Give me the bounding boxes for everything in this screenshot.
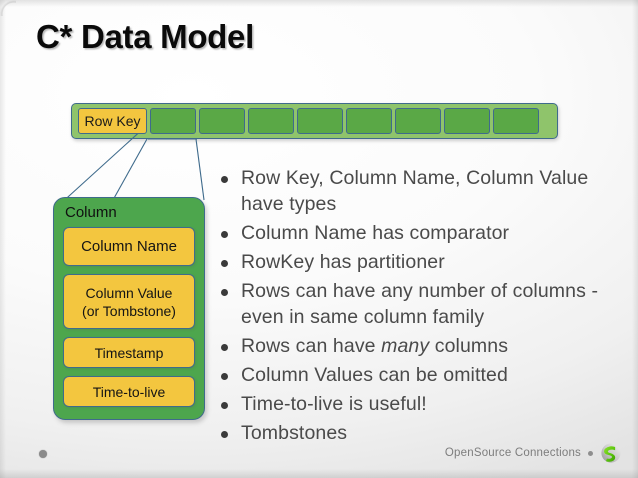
column-field-line: Column Value [85, 284, 173, 301]
bullet-dot-icon [221, 176, 228, 183]
bullet-text: RowKey has partitioner [241, 251, 445, 273]
bullet-item: Time-to-live is useful! [221, 391, 627, 417]
opensource-connections-logo-icon [600, 442, 622, 464]
row-key-cell [248, 108, 294, 134]
bullet-list: Row Key, Column Name, Column Value have … [221, 165, 627, 449]
footer-separator-dot-icon [588, 450, 593, 456]
bullet-text: Column Values can be omitted [241, 364, 508, 386]
column-detail-box: Column Column Name Column Value (or Tomb… [53, 197, 205, 420]
column-field-time-to-live: Time-to-live [63, 376, 195, 407]
row-key-bar: Row Key [71, 103, 558, 139]
bullet-dot-icon [221, 260, 228, 267]
row-key-cell [150, 108, 196, 134]
column-field-column-value: Column Value (or Tombstone) [63, 274, 195, 329]
bullet-item: Rows can have many columns [221, 333, 627, 359]
column-field-column-name: Column Name [63, 227, 195, 266]
bullet-dot-icon [221, 231, 228, 238]
bullet-item: Column Name has comparator [221, 220, 627, 246]
bullet-dot-icon [221, 289, 228, 296]
row-key-cell [297, 108, 343, 134]
slide-title: C* Data Model [36, 18, 254, 55]
row-key-cell [199, 108, 245, 134]
column-field-timestamp: Timestamp [63, 337, 195, 368]
bullet-item: Row Key, Column Name, Column Value have … [221, 165, 627, 217]
bullet-text: Rows can have many columns [241, 335, 509, 357]
bullet-text: Time-to-live is useful! [241, 393, 427, 415]
row-key-label: Row Key [78, 108, 147, 134]
bullet-dot-icon [221, 344, 228, 351]
bullet-dot-icon [221, 431, 228, 438]
column-field-line: Timestamp [94, 344, 164, 361]
bullet-item: Column Values can be omitted [221, 362, 627, 388]
bullet-item: RowKey has partitioner [221, 249, 627, 275]
column-field-line: Time-to-live [92, 383, 166, 400]
bullet-text: Rows can have any number of columns - ev… [241, 280, 599, 328]
bullet-text: Column Name has comparator [241, 222, 510, 244]
bullet-text: Tombstones [241, 422, 348, 444]
column-box-title: Column [65, 204, 117, 221]
bullet-item: Tombstones [221, 420, 627, 446]
row-key-cell [395, 108, 441, 134]
bullet-item: Rows can have any number of columns - ev… [221, 278, 627, 330]
bullet-dot-icon [221, 373, 228, 380]
row-key-cell [444, 108, 490, 134]
row-key-cell [346, 108, 392, 134]
footer-branding: OpenSource Connections [445, 442, 622, 464]
row-key-cell [493, 108, 539, 134]
slide-progress-dot [39, 450, 47, 458]
bullet-text: Row Key, Column Name, Column Value have … [241, 167, 589, 215]
column-field-line: Column Name [81, 238, 177, 255]
column-field-line: (or Tombstone) [82, 302, 176, 319]
bullet-dot-icon [221, 402, 228, 409]
footer-brand-text: OpenSource Connections [444, 447, 581, 459]
